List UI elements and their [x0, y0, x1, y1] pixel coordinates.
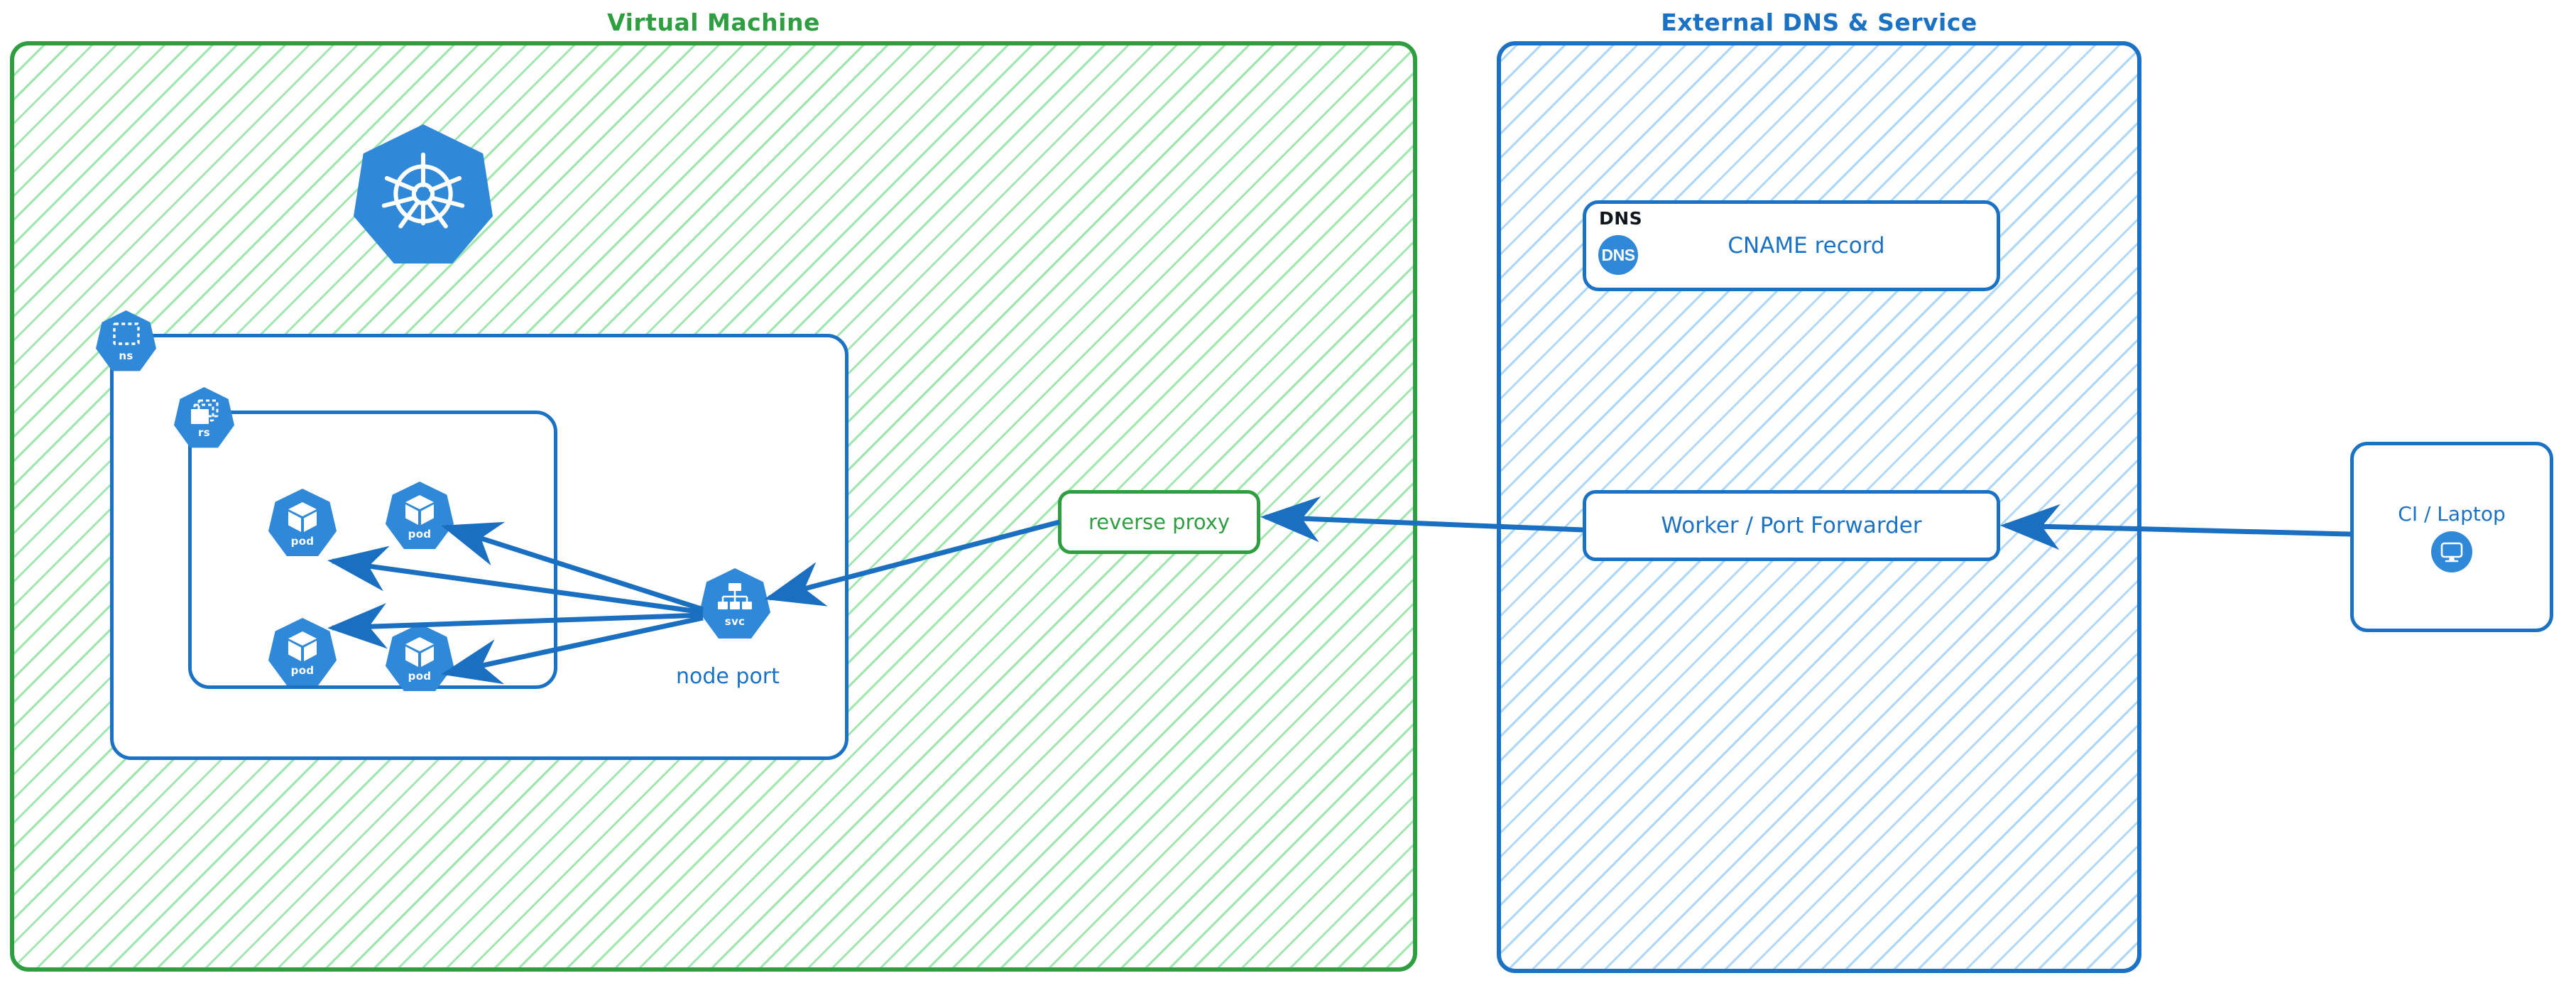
- dns-card[interactable]: DNS DNS CNAME record: [1583, 200, 2000, 291]
- panel-external-dns-service-title: External DNS & Service: [1661, 9, 1977, 36]
- reverse-proxy-label: reverse proxy: [1088, 510, 1230, 534]
- namespace-badge-label: ns: [119, 349, 133, 362]
- service-node: svc: [699, 568, 770, 641]
- service-label: svc: [724, 615, 746, 628]
- pod-label: pod: [408, 670, 432, 683]
- dns-card-title: DNS: [1599, 208, 1643, 229]
- ci-laptop-label: CI / Laptop: [2398, 501, 2506, 526]
- reverse-proxy-box[interactable]: reverse proxy: [1058, 490, 1260, 554]
- pod-cube-icon: [285, 629, 320, 665]
- pod-node-3: pod: [268, 618, 337, 688]
- node-port-caption: node port: [676, 664, 780, 689]
- pod-label: pod: [408, 528, 432, 541]
- desktop-monitor-icon: [2431, 531, 2472, 572]
- kubernetes-logo: [354, 124, 493, 264]
- replicaset-badge-label: rs: [198, 426, 210, 439]
- replicaset-box: [188, 411, 557, 689]
- kubernetes-helm-icon: [374, 145, 472, 243]
- pod-node-2: pod: [386, 482, 454, 551]
- worker-port-forwarder-box[interactable]: Worker / Port Forwarder: [1583, 490, 2000, 561]
- ci-laptop-box[interactable]: CI / Laptop: [2350, 442, 2553, 632]
- pod-node-1: pod: [268, 489, 337, 558]
- pod-label: pod: [290, 535, 315, 548]
- replicaset-icon: [189, 398, 220, 427]
- pod-cube-icon: [403, 635, 437, 670]
- pod-cube-icon: [285, 500, 320, 536]
- dns-badge-icon: DNS: [1598, 235, 1638, 275]
- pod-cube-icon: [403, 493, 437, 528]
- worker-port-forwarder-label: Worker / Port Forwarder: [1661, 513, 1922, 538]
- pod-label: pod: [290, 664, 315, 677]
- cname-record-label: CNAME record: [1728, 233, 1885, 259]
- panel-virtual-machine-title: Virtual Machine: [607, 9, 820, 36]
- pod-node-4: pod: [386, 624, 454, 693]
- service-tree-icon: [716, 582, 754, 616]
- dns-badge-label: DNS: [1601, 245, 1635, 264]
- replicaset-badge: rs: [174, 387, 234, 450]
- namespace-icon: [111, 322, 141, 350]
- namespace-badge: ns: [96, 310, 156, 373]
